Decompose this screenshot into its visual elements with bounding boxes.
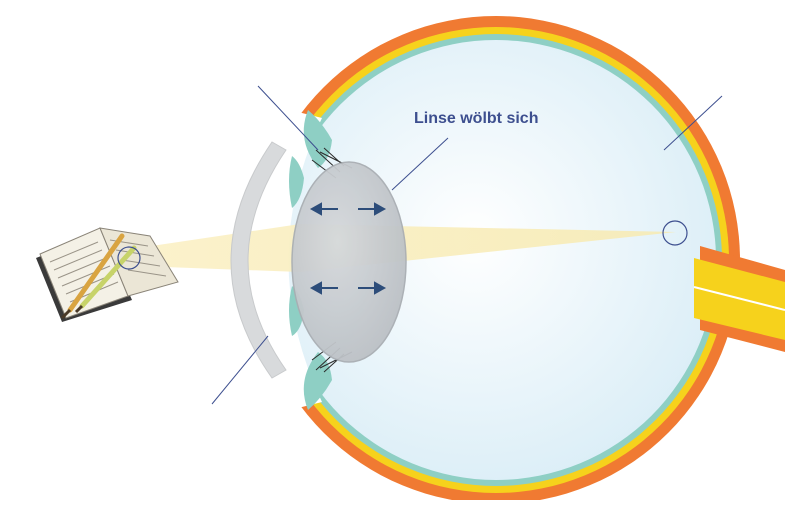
lens-state-label: Linse wölbt sich [414,110,539,127]
arrow-right-lower-head [374,281,387,295]
light-beam [138,224,676,272]
retina-focus-circle [662,220,688,246]
pointer-lines [211,85,723,405]
vitreous-body [276,40,716,480]
pencil-icon [60,233,137,320]
lens [291,161,407,363]
iris-upper [289,156,304,208]
cornea [230,141,287,379]
pointer-lens [391,137,449,191]
arrow-left-upper-head [309,202,322,216]
arrow-right-upper-head [374,202,387,216]
eyeball [250,16,740,504]
arrow-left-lower-head [309,281,322,295]
lens-arrows [309,202,387,295]
pointer-cornea [211,335,269,405]
pointer-ciliary [257,85,319,151]
optic-nerve [693,246,785,352]
book-focus-circle [117,246,141,270]
pointer-retina [663,95,723,151]
ciliary-body [289,110,332,410]
